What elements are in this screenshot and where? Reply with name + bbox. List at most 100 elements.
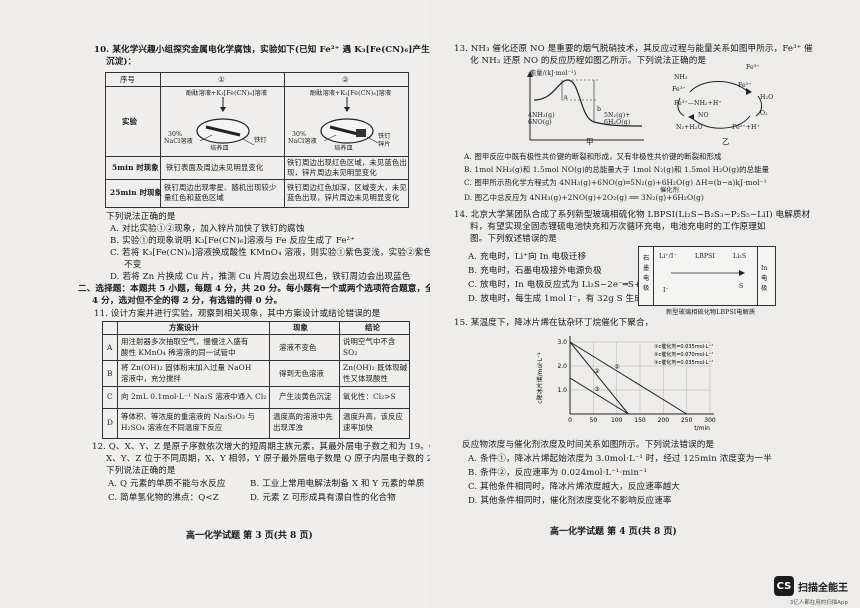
y-tick-label: 1.0	[557, 387, 567, 394]
exp2-label-nacl: 30%	[292, 131, 307, 138]
q15-stem: 15. 某温度下，降冰片烯在钛杂环丁烷催化下聚合，	[454, 318, 654, 328]
page-footer-4: 高一化学试题 第 4 页(共 8 页)	[550, 527, 677, 537]
col-header-exp2: ②	[342, 75, 349, 84]
obs-25min-1a: 铁钉周边出现零星、随机出现较少	[164, 183, 277, 192]
q11-row-c-letter: C	[107, 392, 113, 401]
q11-d-design-2: H₂SO₄ 溶液在不同温度下反应	[121, 423, 223, 432]
ea-a-label: a	[564, 94, 568, 101]
x-axis-label: t/min	[694, 425, 710, 432]
energy-diagram	[527, 71, 644, 141]
q11-d-obs-1: 温度高的溶液中先	[273, 412, 333, 421]
exp1-label-nacl: 30%	[168, 131, 183, 138]
q12-option-d: D. 元素 Z 可形成具有漂白性的化合物	[250, 493, 396, 503]
exp1-dish-diagram	[196, 97, 255, 146]
col-header-exp1: ①	[218, 75, 225, 84]
q13-stem-1: 13. NH₃ 催化还原 NO 是重要的烟气脱硝技术，其反应过程与能量关系如图甲…	[454, 44, 813, 54]
series-marker-3: ③	[594, 386, 599, 393]
li-ion-arrow	[671, 270, 745, 276]
q13-option-b: B. 1mol NH₃(g)和 1.5mol NO(g)的总能量大于 1mol …	[464, 165, 770, 174]
reactants-label-2: 6NO(g)	[528, 119, 552, 126]
obs-5min-2a: 铁钉周边出现红色区域，未见蓝色出	[287, 158, 407, 167]
q10-option-d: D. 若将 Zn 片换成 Cu 片，推测 Cu 片周边会出现红色，铁钉周边会出现…	[110, 272, 411, 282]
camscanner-watermark: CS 扫描全能王 3亿人都在用的扫描App	[774, 576, 848, 606]
q13-option-a: A. 图甲反应中既有极性共价键的断裂和形成，又有非极性共价键的断裂和形成	[464, 152, 722, 161]
q14-option-b: B. 充电时，石墨电极接外电源负极	[468, 266, 602, 276]
q11-c-obs: 产生淡黄色沉淀	[279, 392, 332, 401]
x-tick-label: 300	[704, 417, 716, 424]
products-label: 5N₂(g)+	[604, 112, 631, 119]
figure-yi-caption: 乙	[722, 137, 730, 146]
q14-option-d: D. 放电时，每生成 1mol I⁻，有 32g S 生成	[468, 294, 643, 304]
q10-option-c: C. 若将 K₃[Fe(CN)₆]溶液换成酸性 KMnO₄ 溶液，则实验①紫色变…	[110, 248, 433, 258]
exp2-label-nail: 铁钉	[378, 133, 391, 140]
q15-option-a: A. 条件①，降冰片烯起始浓度为 3.0mol·L⁻¹ 时，经过 125min …	[468, 454, 772, 464]
catalytic-cycle-diagram	[677, 81, 763, 129]
q14-stem-2: 料，有望实现全固态锂硫电池快充和万次循环充电，电池充电时的工作原理如	[470, 222, 766, 232]
q10-prompt: 下列说法正确的是	[106, 212, 176, 222]
x-tick-label: 100	[611, 417, 623, 424]
y-axis-label: c降冰片烯/mol·L⁻¹	[536, 352, 544, 404]
in-electrode-label-1: In	[761, 265, 768, 272]
q13-stem-2: 化 NH₃ 还原 NO 的反应历程如图乙所示。下列说法正确的是	[470, 56, 707, 66]
q11-row-a-letter: A	[107, 343, 113, 352]
obs-5min-1: 铁钉表面及周边未见明显变化	[166, 163, 264, 172]
q11-a-design-2: 酸性 KMnO₄ 稀溶液的同一试管中	[121, 348, 236, 357]
x-tick-label: 200	[658, 417, 670, 424]
q15-option-d: D. 其他条件相同时，催化剂浓度变化不影响反应速率	[468, 496, 672, 506]
q11-b-design-1: 将 Zn(OH)₂ 固体粉末加入过量 NaOH	[121, 363, 252, 372]
exp1-label-nacl2: NaCl溶液	[164, 138, 193, 145]
q11-d-obs-2: 出现浑浊	[273, 423, 303, 432]
cycle-fe2-h: Fe²⁺+H⁺	[732, 124, 760, 131]
page-footer-3: 高一化学试题 第 3 页(共 8 页)	[186, 531, 313, 541]
q11-d-concl-1: 温度升高，该反应	[343, 412, 403, 421]
q11-b-concl-2: 性又体现酸性	[343, 374, 388, 383]
q12-stem-1: 12. Q、X、Y、Z 是原子序数依次增大的短周期主族元素，其最外层电子数之和为…	[92, 442, 448, 452]
q15-option-b: B. 条件②，反应速率为 0.024mol·L⁻¹·min⁻¹	[468, 468, 648, 478]
sulfur-label: S	[739, 283, 744, 290]
exp1-label-reagent: 酚酞溶液+K₃[Fe(CN)₆]溶液	[186, 90, 268, 97]
q11-row-b-letter: B	[107, 369, 113, 378]
q12-option-c: C. 简单氢化物的沸点：Q<Z	[108, 493, 219, 503]
q13-catalyst-label: 催化剂	[660, 187, 679, 194]
cycle-nh3: NH₃	[674, 74, 688, 81]
q10-stem: 10. 某化学兴趣小组探究金属电化学腐蚀，实验如下(已知 Fe²⁺ 遇 K₃[F…	[94, 45, 448, 55]
q14-stem-1: 14. 北京大学某团队合成了系列新型玻璃相硫化物 LBPSI(Li₂S−B₂S₃…	[454, 210, 811, 220]
q11-b-obs: 得到无色溶液	[279, 369, 324, 378]
q15-stem-cont: 反应物浓度与催化剂浓度及时间关系如图所示。下列说法错误的是	[462, 440, 715, 450]
graphite-electrode-label-1: 石	[643, 255, 650, 262]
li-i-label: Li⁺/I⁻	[659, 253, 677, 260]
camscanner-name: 扫描全能王	[798, 582, 848, 594]
q10-stem-2: 沉淀)：	[106, 57, 137, 67]
q11-c-concl: 氧化性：Cl₂>S	[343, 392, 396, 401]
obs-25min-2a: 铁钉周边红色加深，区域变大，未见	[287, 183, 407, 192]
legend-entry-1: ①c催化剂=0.035mol·L⁻¹	[654, 343, 713, 350]
q11-d-design-1: 等体积、等浓度的重溶液的 Na₂S₂O₃ 与	[121, 412, 255, 421]
x-tick-label: 150	[634, 417, 646, 424]
series-line-2	[569, 341, 629, 415]
q11-stem: 11. 设计方案并进行实验，观察到相关现象，其中方案设计或结论错误的是	[94, 309, 381, 319]
series-line-3	[569, 377, 629, 415]
exam-page-3: 10. 某化学兴趣小组探究金属电化学腐蚀，实验如下(已知 Fe²⁺ 遇 K₃[F…	[0, 0, 460, 608]
figure-jia-caption: 甲	[586, 137, 594, 146]
obs-5min-2b: 现，锌片周边未见明显变化	[287, 168, 377, 177]
q11-table: 方案设计 现象 结论 A 用注射器多次抽取空气，慢慢注入盛有 酸性 KMnO₄ …	[102, 321, 410, 439]
lbpsi-label: LBPSI	[695, 253, 716, 260]
graphite-electrode-label-3: 电	[643, 275, 650, 282]
q14-option-c: C. 放电时，In 电极反应式为 Li₂S−2e⁻═S+2Li⁺	[468, 280, 661, 290]
exp2-dish-diagram	[320, 97, 379, 144]
q10-table: 序号 ① ② 实验 酚酞溶液+K₃[Fe(CN)₆]溶液 30% NaCl溶液 …	[105, 72, 409, 208]
exp2-label-nacl2: NaCl溶液	[288, 138, 317, 145]
li2s-label: Li₂S	[733, 253, 747, 260]
exp1-label-nail: 铁钉	[254, 137, 267, 144]
q11-b-concl-1: Zn(OH)₂ 既体现碱	[343, 363, 408, 372]
obs-25min-2b: 蓝色出现，锌片周边未见明显变化	[287, 193, 400, 202]
battery-caption: 新型玻璃相硫化物LBPSI电解质	[666, 309, 756, 316]
iodide-label: I⁻	[663, 287, 669, 294]
q12-option-a: A. Q 元素的单质不能与水反应	[108, 479, 226, 489]
camscanner-tagline: 3亿人都在用的扫描App	[789, 600, 848, 606]
in-electrode-label-3: 极	[761, 285, 768, 292]
ea-b-label: b	[597, 106, 602, 113]
x-tick-label: 50	[590, 417, 598, 424]
series-marker-2: ②	[594, 368, 600, 375]
